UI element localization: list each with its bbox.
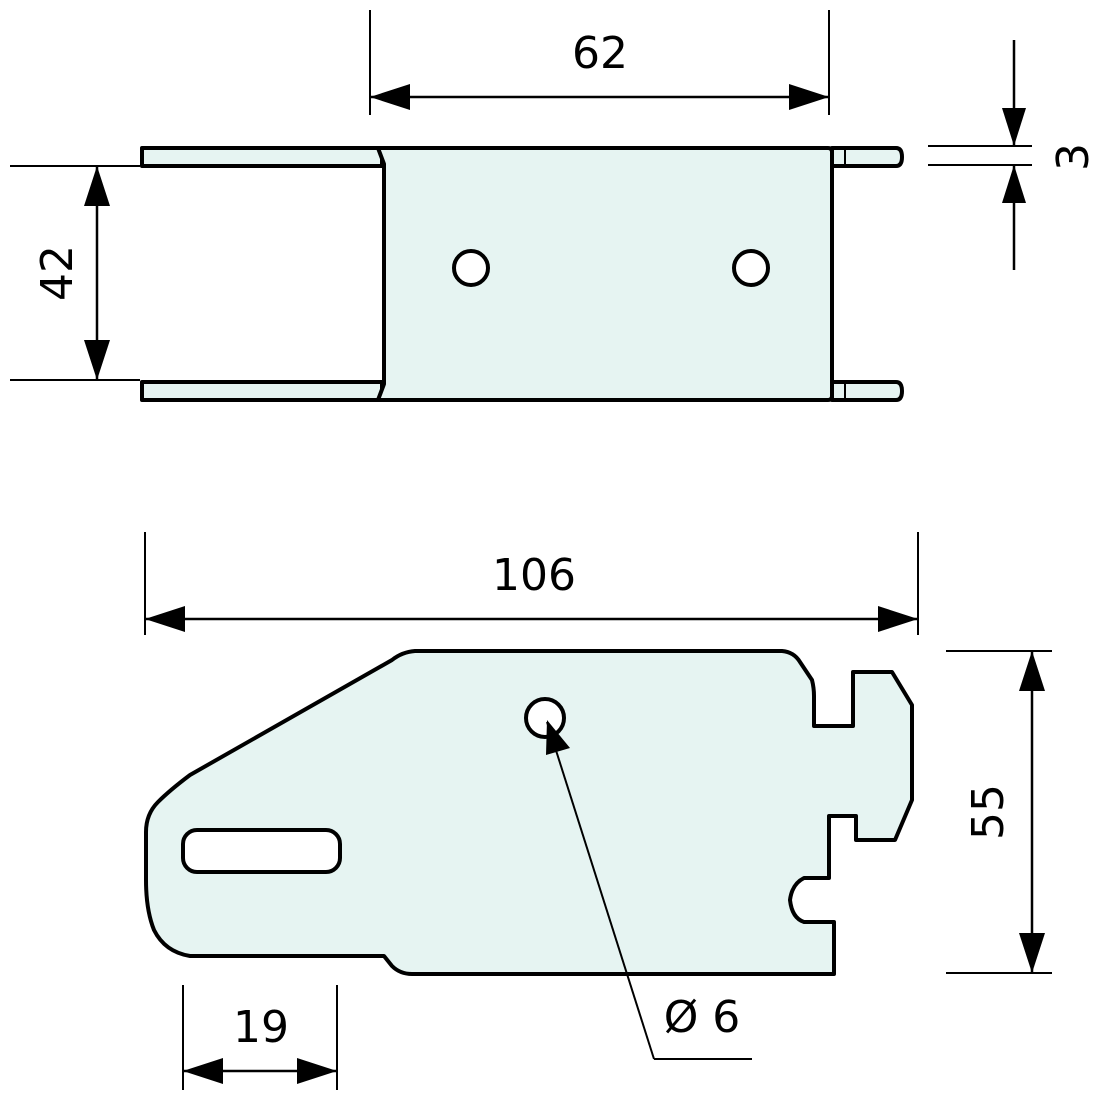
dim-106: 106 bbox=[144, 532, 919, 635]
dim-label-diameter: Ø 6 bbox=[664, 992, 741, 1043]
top-left-lower-flange bbox=[140, 380, 384, 402]
dim-55: 55 bbox=[946, 650, 1052, 974]
dim-label-106: 106 bbox=[492, 550, 576, 601]
dim-label-62: 62 bbox=[572, 28, 628, 79]
top-hole-left bbox=[452, 249, 490, 287]
dim-label-19: 19 bbox=[233, 1002, 289, 1053]
dim-62: 62 bbox=[369, 10, 830, 115]
dim-label-55: 55 bbox=[963, 784, 1014, 840]
mounting-slot bbox=[181, 828, 342, 874]
leader-diameter-6: Ø 6 bbox=[546, 720, 752, 1060]
top-right-upper-tab bbox=[830, 146, 904, 168]
bracket-profile bbox=[144, 649, 914, 976]
top-right-lower-tab bbox=[830, 380, 904, 402]
dim-label-42: 42 bbox=[32, 245, 83, 301]
top-hole-right bbox=[732, 249, 770, 287]
dim-42: 42 bbox=[10, 165, 140, 381]
dim-label-3: 3 bbox=[1048, 143, 1099, 171]
dim-3: 3 bbox=[928, 40, 1099, 270]
side-view bbox=[144, 649, 914, 976]
dim-19: 19 bbox=[182, 985, 338, 1090]
top-left-upper-flange bbox=[140, 146, 384, 168]
top-view bbox=[140, 146, 904, 402]
pivot-hole bbox=[524, 697, 566, 739]
